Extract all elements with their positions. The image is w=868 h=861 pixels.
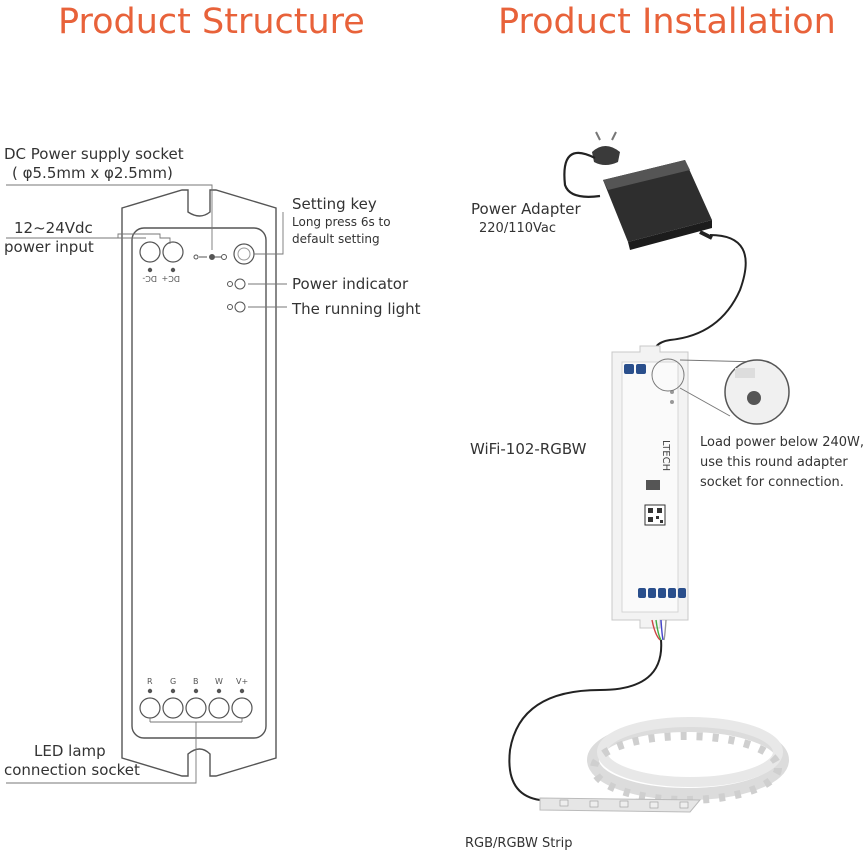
dc-jack-symbol — [193, 254, 227, 260]
terminal-w-label: W — [215, 677, 223, 686]
product-installation-title: Product Installation — [498, 2, 836, 42]
dc-socket-label: DC Power supply socket ( φ5.5mm x φ2.5mm… — [4, 145, 184, 182]
dc-terminals — [139, 241, 184, 273]
terminal-g-label: G — [170, 677, 176, 686]
strip-label: RGB/RGBW Strip — [465, 836, 573, 851]
controller-outline — [121, 189, 277, 777]
terminal-r-label: R — [147, 677, 153, 686]
load-note-label: Load power below 240W, use this round ad… — [700, 435, 865, 490]
socket-zoom-callout — [651, 358, 790, 425]
indicators — [227, 278, 246, 313]
power-indicator-light — [234, 278, 246, 290]
power-indicator-label: Power indicator — [292, 275, 409, 293]
terminal-dc-minus — [139, 241, 161, 263]
setting-key[interactable] — [233, 243, 255, 265]
terminal-vplus-label: V+ — [236, 677, 248, 686]
terminal-dc-minus-label: DC- — [142, 274, 157, 283]
power-adapter — [603, 160, 712, 250]
terminal-dc-plus-label: DC+ — [162, 274, 180, 283]
led-socket-label: LED lamp connection socket — [4, 742, 140, 779]
device-brand: LTECH — [660, 440, 671, 471]
setting-key-label: Setting key Long press 6s to default set… — [292, 195, 391, 246]
running-light — [234, 301, 246, 313]
product-structure-title: Product Structure — [58, 2, 365, 42]
power-input-label: 12~24Vdc power input — [4, 219, 94, 256]
model-label: WiFi-102-RGBW — [470, 440, 587, 458]
power-adapter-label: Power Adapter 220/110Vac — [471, 200, 581, 236]
led-strip — [539, 717, 789, 813]
terminal-dc-plus — [162, 241, 184, 263]
controller-device: LTECH — [611, 345, 689, 629]
led-terminals — [139, 688, 253, 719]
power-plug — [592, 131, 620, 165]
structure-leader-lines — [6, 184, 287, 784]
terminal-b-label: B — [193, 677, 199, 686]
output-wires — [651, 619, 667, 641]
running-light-label: The running light — [292, 300, 421, 318]
